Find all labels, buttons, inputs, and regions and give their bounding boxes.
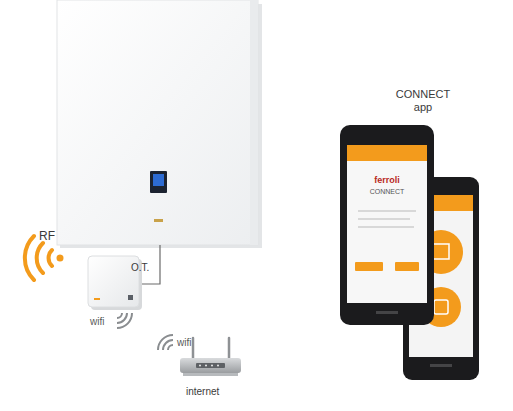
wifi-wave — [117, 313, 127, 323]
router-led — [211, 365, 213, 367]
app-text-line — [358, 226, 414, 228]
phone-body — [340, 125, 434, 325]
signal-label: O.T. — [131, 262, 161, 274]
network-label: internet — [186, 386, 236, 398]
module-button — [128, 295, 133, 300]
rf-wave — [49, 250, 52, 266]
signal-label: wifi — [90, 316, 120, 328]
router-led — [199, 365, 201, 367]
app-title: CONNECT app — [393, 88, 453, 113]
phone-button — [376, 311, 398, 314]
boiler-logo — [154, 219, 163, 222]
boiler-display-screen — [153, 174, 164, 186]
wifi-wave — [163, 340, 173, 350]
rf-wave — [25, 236, 34, 280]
wifi-wave — [168, 345, 173, 350]
app-icon — [433, 244, 449, 259]
rf-dot — [57, 255, 64, 262]
app-icon — [434, 300, 448, 314]
router-antenna — [228, 338, 231, 360]
signal-label: RF — [39, 230, 69, 244]
app-button — [355, 262, 383, 271]
app-name: CONNECT — [357, 188, 417, 196]
router-base — [183, 373, 238, 376]
rf-wave — [37, 243, 43, 273]
signal-label: wifi — [177, 337, 207, 349]
boiler-body — [57, 0, 258, 245]
phone-button — [430, 364, 452, 367]
wifi-wave — [117, 313, 132, 328]
boiler-side — [250, 0, 258, 245]
app-text-line — [358, 218, 410, 220]
router-led — [217, 365, 219, 367]
app-text-line — [358, 210, 416, 212]
module-led — [94, 298, 100, 300]
router-led — [205, 365, 207, 367]
app-header — [347, 145, 427, 161]
app-button — [395, 262, 419, 271]
router-body — [180, 358, 241, 373]
wifi-wave — [117, 313, 122, 318]
phone-screen — [347, 145, 427, 303]
wifi-wave — [158, 335, 173, 350]
router-panel — [196, 363, 225, 368]
boiler-display — [150, 171, 167, 193]
router-antenna — [192, 338, 195, 360]
app-logo: ferroli — [357, 175, 417, 185]
